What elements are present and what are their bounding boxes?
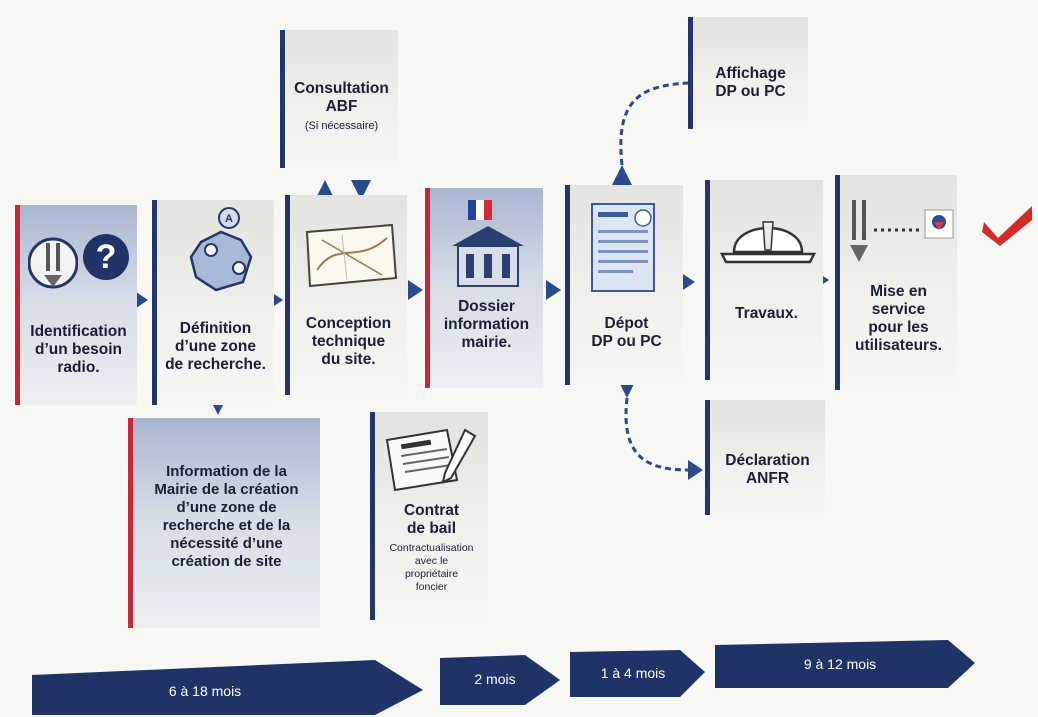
arrow-dossier-depot: [546, 280, 561, 300]
branch-declaration-anfr: Déclaration ANFR: [705, 400, 825, 515]
step-depot-label: Dépot DP ou PC: [591, 315, 662, 350]
step-definition-label: Définition d’une zone de recherche.: [165, 320, 266, 373]
arrow-depot-travaux: [680, 272, 695, 292]
timeline-phase2: [440, 655, 560, 705]
timeline-phase4: [715, 640, 975, 688]
step-dossier: Dossier information mairie.: [425, 188, 543, 388]
step-mise-en-service-label: Mise en service pour les utilisateurs.: [855, 283, 942, 354]
hard-hat-icon: [719, 221, 817, 264]
french-flag-icon: [468, 200, 492, 220]
antenna-icon: [28, 237, 78, 289]
arrow-up-affichage-start: [612, 165, 632, 185]
branch-contrat-de-bail: Contrat de bail Contractualisation avec …: [370, 412, 488, 620]
step-dossier-label: Dossier information mairie.: [443, 298, 530, 351]
step-identification-label: Identification d’un besoin radio.: [30, 323, 127, 376]
contrat-note: Contractualisation avec le propriétaire …: [389, 542, 474, 593]
operator-logo-icon: [924, 209, 954, 239]
permit-form-icon: [591, 203, 655, 292]
branch-affichage: Affichage DP ou PC: [688, 17, 808, 129]
timeline-phase1-label: 6 à 18 mois: [168, 683, 242, 699]
branch-consultation-abf: Consultation ABF (Si nécessaire): [280, 30, 398, 168]
contract-pen-icon: [385, 428, 477, 492]
svg-text:A: A: [225, 213, 233, 225]
declaration-label: Déclaration ANFR: [725, 452, 810, 487]
step-mise-en-service: Mise en service pour les utilisateurs.: [835, 175, 957, 390]
branch-information-mairie: Information de la Mairie de la création …: [128, 418, 320, 628]
step-depot: Dépot DP ou PC: [565, 185, 683, 385]
france-map-icon: A: [189, 207, 253, 292]
timeline-phase1: [32, 660, 423, 715]
timeline-phase4-label: 9 à 12 mois: [803, 656, 877, 672]
arrow-conception-dossier: [408, 280, 423, 300]
timeline-phase2-label: 2 mois: [474, 671, 516, 687]
site-plan-icon: [305, 223, 398, 288]
contrat-title: Contrat de bail: [403, 502, 460, 537]
svg-text:?: ?: [96, 238, 117, 276]
antenna-icon: [850, 200, 922, 262]
affichage-label: Affichage DP ou PC: [715, 65, 786, 100]
step-travaux: Travaux.: [705, 180, 823, 380]
arrow-down-consultation: [351, 180, 371, 200]
step-conception: Conception technique du site.: [285, 195, 407, 395]
step-identification: ? Identification d’un besoin radio.: [15, 205, 137, 405]
question-mark-icon: ?: [83, 234, 129, 280]
step-conception-label: Conception technique du site.: [305, 315, 392, 368]
timeline-phase3: [570, 650, 705, 697]
step-travaux-label: Travaux.: [735, 305, 798, 322]
consultation-title: Consultation ABF: [294, 80, 389, 115]
timeline-phase3-label: 1 à 4 mois: [600, 665, 666, 681]
step-definition: A Définition d’une zone de recherche.: [152, 200, 274, 405]
information-mairie-label: Information de la Mairie de la création …: [154, 463, 299, 570]
dashed-to-declaration: [624, 397, 691, 472]
town-hall-icon: [452, 226, 524, 287]
arrow-into-declaration: [688, 460, 703, 480]
red-check-icon: [982, 206, 1032, 246]
consultation-note: (Si nécessaire): [304, 120, 379, 132]
dashed-to-affichage: [619, 81, 691, 166]
